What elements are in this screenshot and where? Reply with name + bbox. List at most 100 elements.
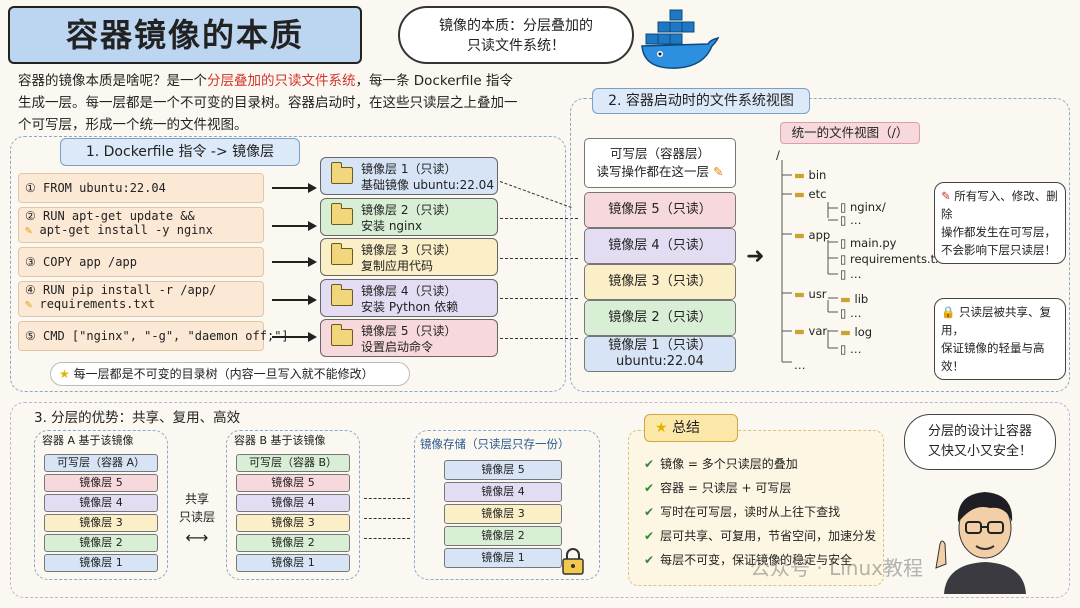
- arrow-head-5: [308, 332, 317, 342]
- folder-icon: ▬: [794, 324, 805, 338]
- folder-icon: ▬: [794, 287, 805, 301]
- share-line-2: 只读层: [178, 510, 215, 524]
- star-icon: ★: [655, 420, 668, 436]
- tree-ellipsis: ▯ …: [840, 267, 862, 281]
- lock-icon: [562, 548, 584, 575]
- tree-ellipsis: ▯ …: [840, 342, 862, 356]
- layer-desc: 安装 nginx: [361, 219, 423, 233]
- connector: [500, 218, 578, 219]
- image-layer-4: 镜像层 4（只读）安装 Python 依赖: [320, 279, 498, 317]
- container-b-layer-2: 镜像层 2: [236, 534, 350, 552]
- folder-icon: ▬: [794, 228, 805, 242]
- note-writable: ✎ 所有写入、修改、删除 操作都发生在可写层， 不会影响下层只读层！: [934, 182, 1066, 264]
- layer-name: 镜像层 3（只读）: [361, 243, 457, 257]
- layer-desc: 复制应用代码: [361, 259, 434, 273]
- folder-icon: [330, 203, 353, 225]
- bubble-line-2: 只读文件系统！: [467, 38, 565, 54]
- layer-name: 镜像层 1（只读）: [361, 162, 457, 176]
- container-a-layer-1: 镜像层 1: [44, 554, 158, 572]
- section-2-panel: [570, 98, 1070, 392]
- summary-title: ★ 总结: [644, 414, 738, 442]
- command-5: ⑤ CMD ["nginx", "-g", "daemon off;"]: [18, 321, 289, 351]
- summary-panel: [628, 430, 884, 586]
- arrow-3: [272, 261, 310, 263]
- container-a-layer-5: 镜像层 5: [44, 474, 158, 492]
- watermark: 公众号 · Linux教程: [750, 556, 923, 580]
- storage-layer-3: 镜像层 3: [444, 504, 562, 524]
- stack-layer-4: 镜像层 4（只读）: [584, 228, 736, 264]
- tree-bin: ▬ bin: [794, 168, 827, 182]
- note-line: 所有写入、修改、删除: [941, 189, 1058, 221]
- folder-icon: ▬: [794, 187, 805, 201]
- container-b-layer-3: 镜像层 3: [236, 514, 350, 532]
- arrow-5: [272, 336, 310, 338]
- arrow-1: [272, 187, 310, 189]
- summary-item: ✔写时在可写层，读时从上往下查找: [644, 505, 841, 519]
- summary-title-text: 总结: [672, 420, 701, 436]
- stack-layer-1-base: ubuntu:22.04: [616, 354, 704, 369]
- share-label: 共享 只读层: [172, 490, 222, 526]
- connector: [364, 498, 410, 499]
- character-avatar: [935, 492, 1026, 594]
- connector: [500, 298, 578, 299]
- note-readonly: 🔒 只读层被共享、复用， 保证镜像的轻量与高效！: [934, 298, 1066, 380]
- container-a-panel: [34, 430, 168, 580]
- stack-layer-2: 镜像层 2（只读）: [584, 300, 736, 336]
- tree-req: ▯ requirements.txt: [840, 252, 947, 266]
- page-title: 容器镜像的本质: [8, 6, 362, 64]
- storage-panel: [414, 430, 600, 580]
- tree-ellipsis: ▯ …: [840, 213, 862, 227]
- container-b-title: 容器 B 基于该镜像: [234, 434, 326, 447]
- intro-text: 容器的镜像本质是啥呢？是一个分层叠加的只读文件系统，每一条 Dockerfile…: [18, 70, 568, 136]
- container-a-layer-3: 镜像层 3: [44, 514, 158, 532]
- writable-name: 可写层（容器层）: [609, 146, 710, 161]
- layer-name: 镜像层 2（只读）: [361, 203, 457, 217]
- tree-ellipsis: …: [794, 358, 806, 372]
- stack-layer-3: 镜像层 3（只读）: [584, 264, 736, 300]
- section-3-label: 3. 分层的优势：共享、复用、高效: [34, 410, 241, 426]
- connector: [364, 538, 410, 539]
- character-speech: 分层的设计让容器 又快又小又安全！: [904, 414, 1056, 470]
- tree-ellipsis: ▯ …: [840, 306, 862, 320]
- tree-app: ▬ app: [794, 228, 831, 242]
- tree-etc: ▬ etc: [794, 187, 827, 201]
- connector: [364, 518, 410, 519]
- container-a-layer-4: 镜像层 4: [44, 494, 158, 512]
- connector: [500, 258, 578, 259]
- storage-layer-4: 镜像层 4: [444, 482, 562, 502]
- docker-whale-icon: [641, 9, 720, 69]
- image-layer-1: 镜像层 1（只读）基础镜像 ubuntu:22.04: [320, 157, 498, 195]
- speech-line-2: 又快又小又安全！: [927, 444, 1032, 459]
- file-tree-lines: [781, 160, 838, 363]
- stack-layer-1-text: 镜像层 1（只读）: [608, 338, 712, 353]
- stack-layer-1: 镜像层 1（只读）ubuntu:22.04: [584, 336, 736, 372]
- check-icon: ✔: [644, 457, 655, 471]
- section-2-label: 2. 容器启动时的文件系统视图: [592, 88, 810, 114]
- note-line: 不会影响下层只读层！: [941, 243, 1056, 257]
- storage-layer-1: 镜像层 1: [444, 548, 562, 568]
- storage-title: 镜像存储（只读层只存一份）: [420, 437, 570, 451]
- tree-usr: ▬ usr: [794, 287, 827, 301]
- check-icon: ✔: [644, 505, 655, 519]
- folder-icon: ▬: [840, 292, 851, 306]
- command-2: ② RUN apt-get update &&✎ apt-get install…: [18, 207, 264, 243]
- tree-var: ▬ var: [794, 324, 828, 338]
- section-1-label: 1. Dockerfile 指令 -> 镜像层: [60, 138, 300, 166]
- writable-desc: 读写操作都在这一层: [596, 164, 710, 179]
- unified-view-label: 统一的文件视图（/）: [780, 122, 920, 144]
- note-line: 只读层被共享、复用，: [941, 305, 1051, 337]
- tree-root: /: [776, 148, 780, 162]
- layer-name: 镜像层 5（只读）: [361, 324, 457, 338]
- section-1-panel: [10, 136, 566, 392]
- star-icon: ★: [59, 367, 70, 381]
- speech-line-1: 分层的设计让容器: [927, 424, 1032, 439]
- stack-layer-5: 镜像层 5（只读）: [584, 192, 736, 228]
- container-b-layer-4: 镜像层 4: [236, 494, 350, 512]
- storage-layer-5: 镜像层 5: [444, 460, 562, 480]
- speech-bubble: 镜像的本质：分层叠加的 只读文件系统！: [398, 6, 634, 64]
- layer-desc: 安装 Python 依赖: [361, 300, 459, 314]
- container-a-writable: 可写层（容器 A）: [44, 454, 158, 472]
- container-a-layer-2: 镜像层 2: [44, 534, 158, 552]
- bubble-line-1: 镜像的本质：分层叠加的: [439, 18, 593, 34]
- writable-layer: 可写层（容器层） 读写操作都在这一层 ✎: [584, 138, 736, 188]
